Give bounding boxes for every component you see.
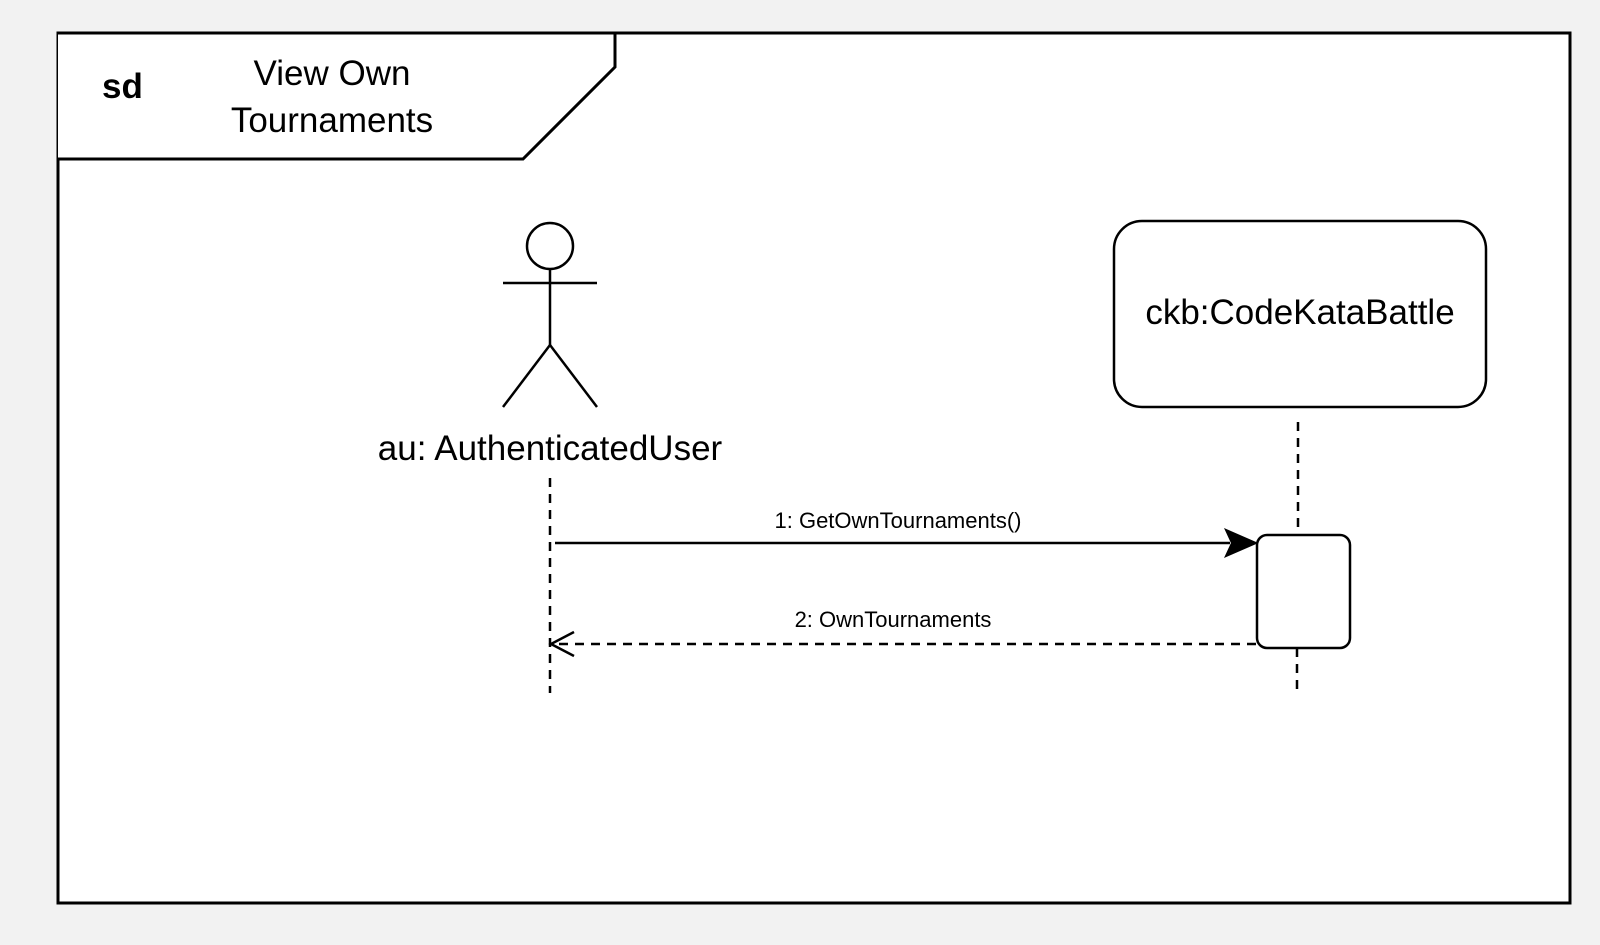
object-label: ckb:CodeKataBattle [1145, 293, 1454, 332]
message-1-arrow [555, 528, 1259, 558]
actor-label: au: AuthenticatedUser [378, 429, 723, 468]
actor-icon [502, 221, 598, 408]
message-1-label: 1: GetOwnTournaments() [775, 508, 1022, 533]
message-2-label: 2: OwnTournaments [795, 607, 992, 632]
message-2-arrow [548, 630, 1256, 658]
interaction-frame [56, 31, 1572, 905]
activation-bar [1255, 533, 1352, 650]
frame-label-box [58, 31, 617, 161]
frame-name-line-2: Tournaments [231, 101, 433, 140]
frame-keyword: sd [102, 67, 143, 106]
object-box [1112, 219, 1488, 409]
frame-name-line-1: View Own [254, 54, 411, 93]
